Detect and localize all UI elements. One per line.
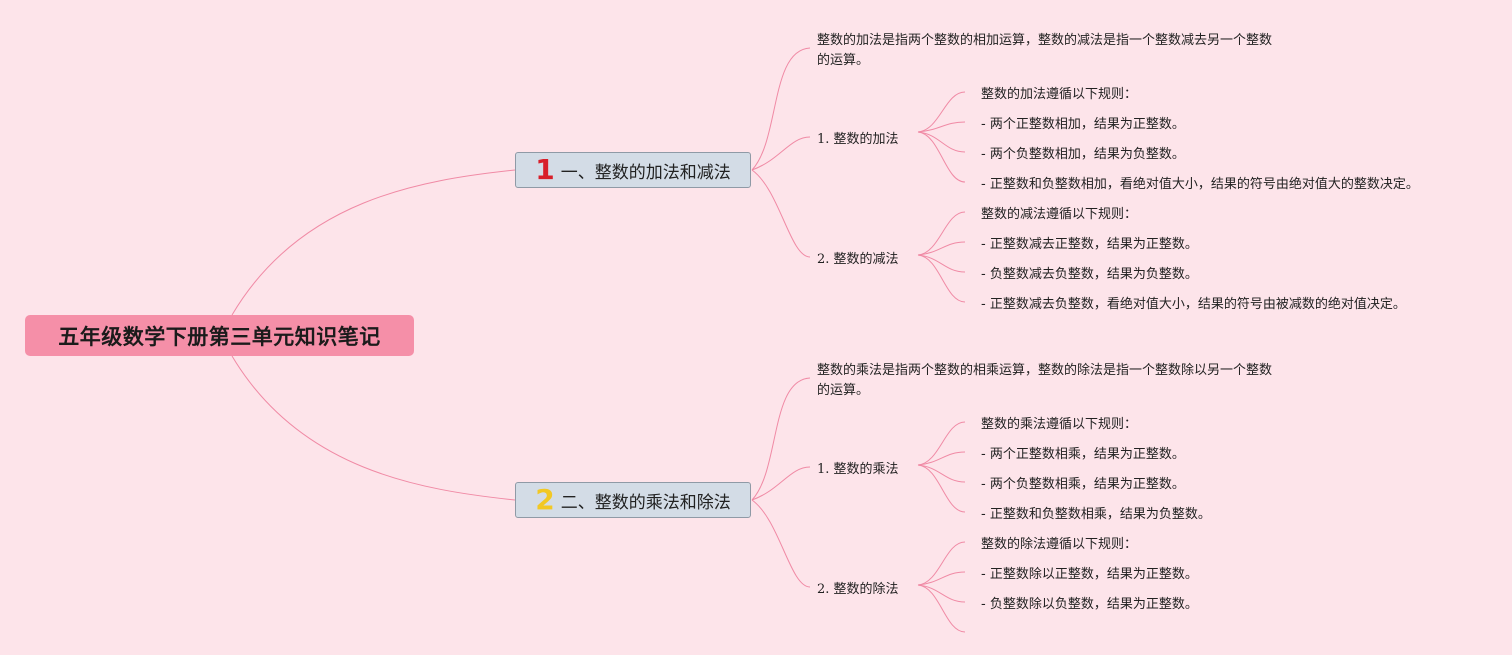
rule-item[interactable]: - 负整数除以负整数，结果为正整数。 <box>981 597 1198 612</box>
number-two-icon: 2 <box>535 483 555 516</box>
rule-item[interactable]: - 负整数减去负整数，结果为负整数。 <box>981 267 1198 282</box>
branch-title: 二、整数的乘法和除法 <box>560 492 731 513</box>
rule-item[interactable]: - 两个正整数相乘，结果为正整数。 <box>981 447 1185 462</box>
root-title: 五年级数学下册第三单元知识笔记 <box>58 324 381 349</box>
rule-item[interactable]: 整数的加法遵循以下规则： <box>981 87 1138 102</box>
subtopic-division[interactable]: 2. 整数的除法 <box>817 582 899 597</box>
subtopic-multiplication[interactable]: 1. 整数的乘法 <box>817 462 899 477</box>
rule-item[interactable]: 整数的减法遵循以下规则： <box>981 207 1138 222</box>
branch-description[interactable]: 整数的乘法是指两个整数的相乘运算，整数的除法是指一个整数除以另一个整数 的运算。 <box>817 361 1272 401</box>
rule-item[interactable]: - 正整数和负整数相加，看绝对值大小，结果的符号由绝对值大的整数决定。 <box>981 177 1419 192</box>
branch-description[interactable]: 整数的加法是指两个整数的相加运算，整数的减法是指一个整数减去另一个整数 的运算。 <box>817 31 1272 71</box>
rule-item[interactable]: - 正整数和负整数相乘，结果为负整数。 <box>981 507 1211 522</box>
description-line: 的运算。 <box>817 53 870 68</box>
rule-item[interactable]: - 正整数减去负整数，看绝对值大小，结果的符号由被减数的绝对值决定。 <box>981 297 1406 312</box>
description-line: 的运算。 <box>817 383 870 398</box>
rule-item[interactable]: - 两个正整数相加，结果为正整数。 <box>981 117 1185 132</box>
description-line: 整数的加法是指两个整数的相加运算，整数的减法是指一个整数减去另一个整数 <box>817 33 1273 48</box>
rule-item[interactable]: - 正整数除以正整数，结果为正整数。 <box>981 567 1198 582</box>
rule-item[interactable]: - 两个负整数相加，结果为负整数。 <box>981 147 1185 162</box>
rule-item[interactable]: 整数的除法遵循以下规则： <box>981 537 1138 552</box>
subtopic-addition[interactable]: 1. 整数的加法 <box>817 132 899 147</box>
rule-item[interactable]: - 正整数减去正整数，结果为正整数。 <box>981 237 1198 252</box>
branch-topic-multiplication-division[interactable]: 2 二、整数的乘法和除法 <box>515 482 751 518</box>
rule-item[interactable]: 整数的乘法遵循以下规则： <box>981 417 1138 432</box>
number-one-icon: 1 <box>535 153 555 186</box>
branch-topic-addition-subtraction[interactable]: 1 一、整数的加法和减法 <box>515 152 751 188</box>
subtopic-subtraction[interactable]: 2. 整数的减法 <box>817 252 899 267</box>
rule-item[interactable]: - 两个负整数相乘，结果为正整数。 <box>981 477 1185 492</box>
root-topic[interactable]: 五年级数学下册第三单元知识笔记 <box>25 315 414 356</box>
branch-title: 一、整数的加法和减法 <box>560 162 731 183</box>
description-line: 整数的乘法是指两个整数的相乘运算，整数的除法是指一个整数除以另一个整数 <box>817 363 1273 378</box>
